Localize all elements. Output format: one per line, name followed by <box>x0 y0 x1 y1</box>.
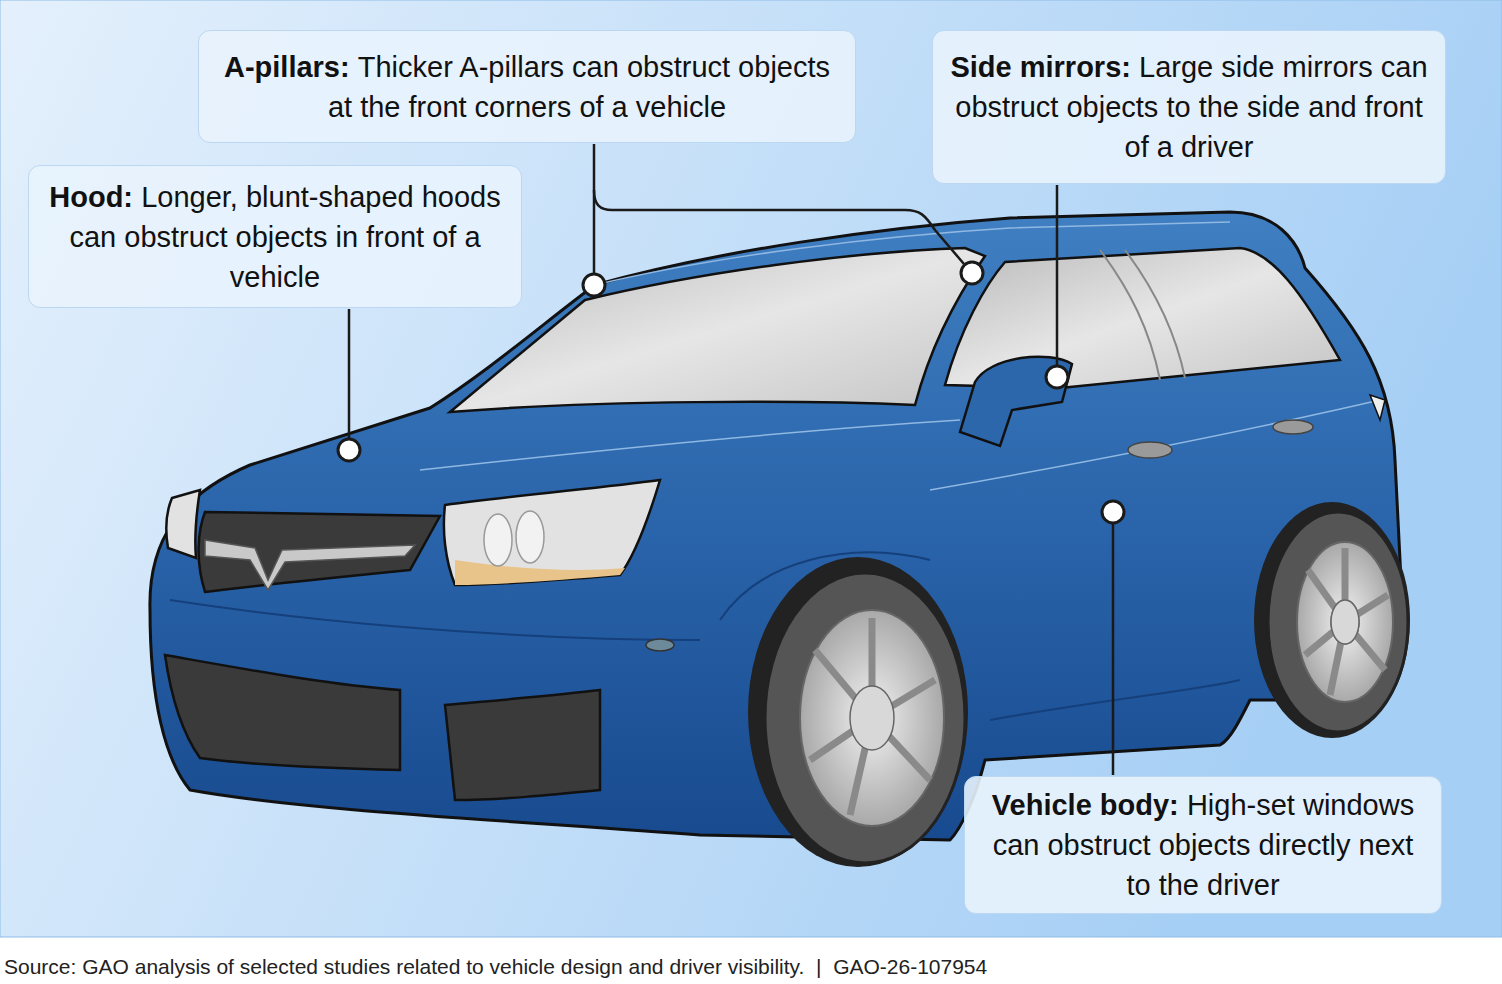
air-intake <box>165 655 400 770</box>
fog-intake <box>445 690 600 800</box>
callout-box: Hood:Longer, blunt-shaped hoods can obst… <box>28 165 522 308</box>
callout-text: Side mirrors:Large side mirrors can obst… <box>947 47 1431 167</box>
headlight <box>444 480 660 585</box>
source-caption: Source: GAO analysis of selected studies… <box>4 955 987 979</box>
callout-heading: A-pillars: <box>224 51 350 83</box>
callout-body: Thicker A-pillars can obstruct objects a… <box>328 51 830 123</box>
callout-heading: Vehicle body: <box>992 789 1179 821</box>
callout-text: Hood:Longer, blunt-shaped hoods can obst… <box>43 177 507 297</box>
callout-heading: Hood: <box>49 181 133 213</box>
callout-box: A-pillars:Thicker A-pillars can obstruct… <box>198 30 856 143</box>
windshield <box>450 248 985 412</box>
callout-heading: Side mirrors: <box>950 51 1131 83</box>
side-mirror <box>960 357 1072 446</box>
front-wheel <box>765 573 965 863</box>
wheel-arch <box>1254 502 1410 738</box>
callout-box: Side mirrors:Large side mirrors can obst… <box>932 30 1446 184</box>
grille <box>199 512 440 592</box>
callout-text: A-pillars:Thicker A-pillars can obstruct… <box>213 47 841 127</box>
background-panel <box>0 0 1502 937</box>
callout-body: Longer, blunt-shaped hoods can obstruct … <box>69 181 500 293</box>
callout-box: Vehicle body:High-set windows can obstru… <box>964 776 1442 914</box>
rear-wheel <box>1268 512 1408 732</box>
wheel-arch <box>748 557 968 867</box>
callout-text: Vehicle body:High-set windows can obstru… <box>979 785 1427 905</box>
